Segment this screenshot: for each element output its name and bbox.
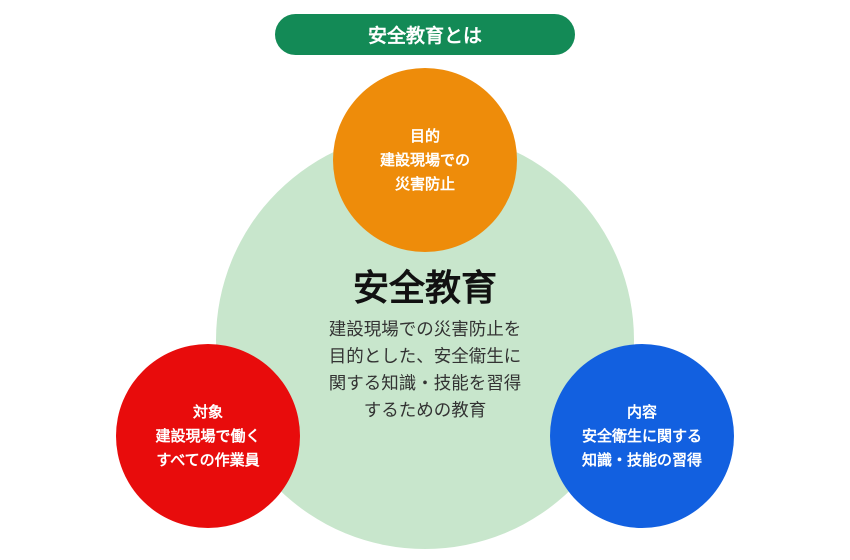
target-circle: 対象 建設現場で働く すべての作業員 xyxy=(116,344,300,528)
content-circle: 内容 安全衛生に関する 知識・技能の習得 xyxy=(550,344,734,528)
description-line: するための教育 xyxy=(363,401,487,421)
content-text: 知識・技能の習得 xyxy=(581,451,702,469)
content-label: 内容 xyxy=(626,403,657,421)
description-line: 関する知識・技能を習得 xyxy=(328,374,522,394)
purpose-label: 目的 xyxy=(409,127,440,145)
center-title: 安全教育 xyxy=(352,268,497,309)
header-title-pill: 安全教育とは xyxy=(275,14,575,55)
purpose-text: 災害防止 xyxy=(394,175,455,193)
purpose-text: 建設現場での xyxy=(379,151,470,169)
target-text: すべての作業員 xyxy=(156,451,260,469)
content-text: 安全衛生に関する xyxy=(581,427,702,445)
description-line: 目的とした、安全衛生に xyxy=(328,347,522,367)
center-description: 建設現場での災害防止を 目的とした、安全衛生に 関する知識・技能を習得 するため… xyxy=(329,317,522,425)
description-line: 建設現場での災害防止を xyxy=(328,320,522,340)
target-label: 対象 xyxy=(192,403,223,421)
header-title: 安全教育とは xyxy=(367,25,482,47)
target-text: 建設現場で働く xyxy=(155,427,261,445)
purpose-circle: 目的 建設現場での 災害防止 xyxy=(333,68,517,252)
